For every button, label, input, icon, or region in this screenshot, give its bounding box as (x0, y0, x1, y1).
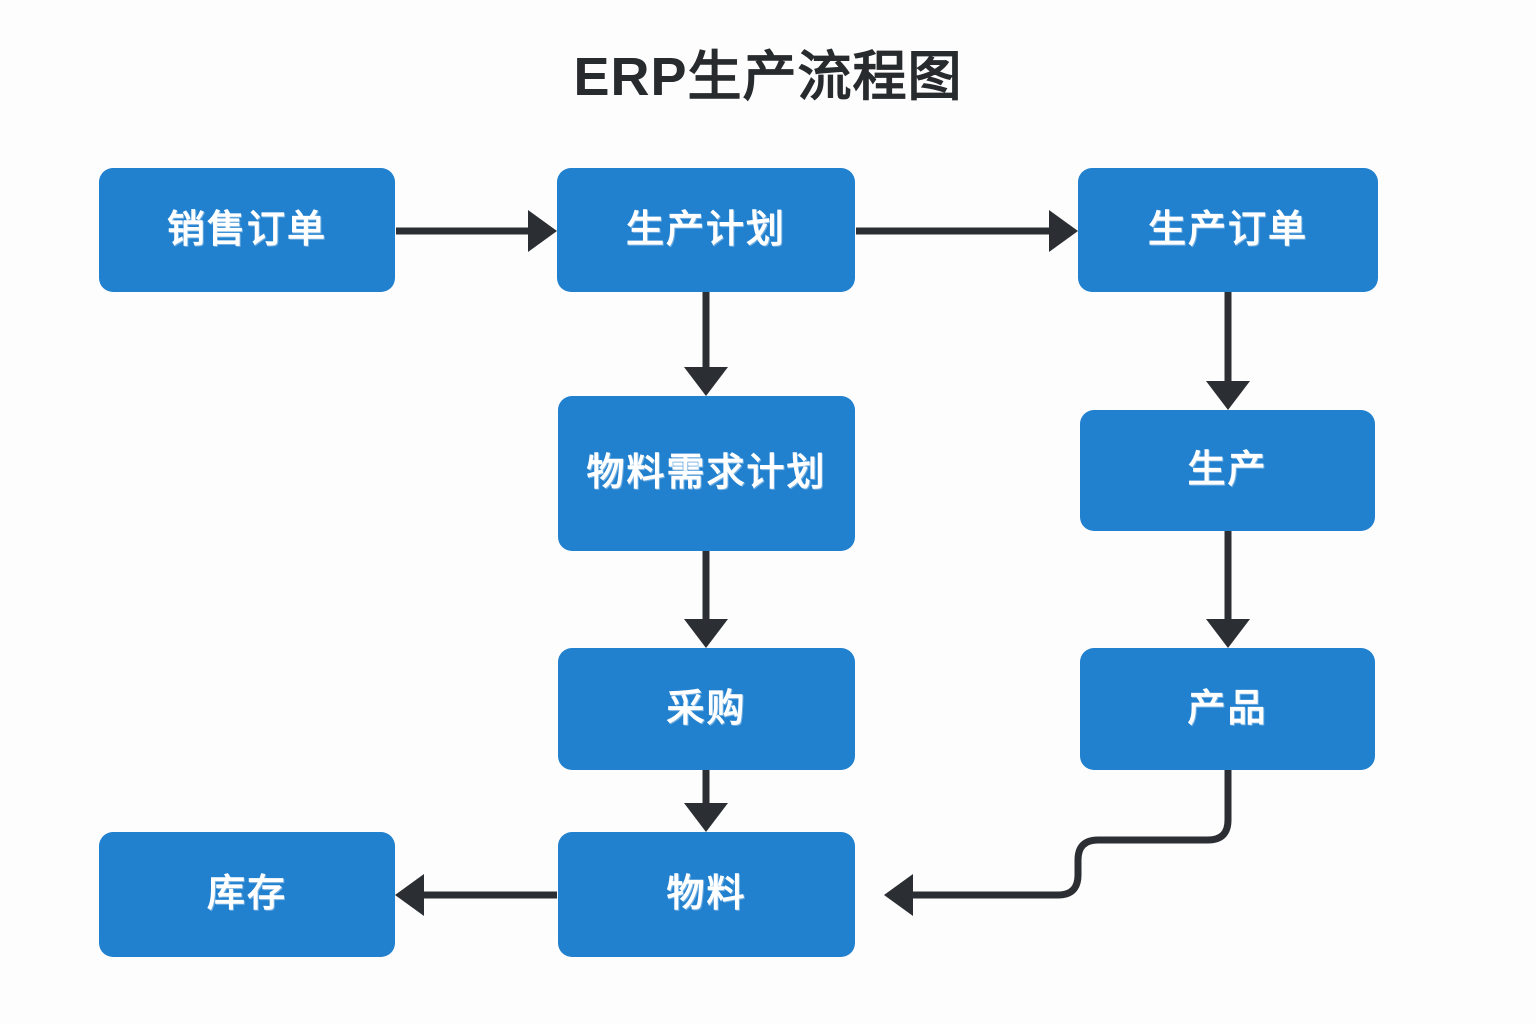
node-label: 采购 (666, 687, 747, 730)
node-purchasing[interactable]: 采购 (558, 648, 855, 770)
edge-manufacturing-to-product (1206, 531, 1250, 648)
node-product[interactable]: 产品 (1080, 648, 1375, 770)
edge-production-plan-to-production-order (856, 210, 1078, 252)
edge-purchasing-to-material (684, 770, 728, 832)
node-material-requirement-plan[interactable]: 物料需求计划 (558, 396, 855, 551)
edge-material-to-inventory (395, 874, 557, 916)
node-sales-order[interactable]: 销售订单 (99, 168, 395, 292)
node-label: 产品 (1187, 687, 1268, 730)
edge-production-plan-to-mrp (684, 292, 728, 396)
node-inventory[interactable]: 库存 (99, 832, 395, 957)
node-label: 生产订单 (1147, 208, 1308, 251)
node-label: 生产 (1187, 449, 1268, 492)
edge-mrp-to-purchasing (684, 551, 728, 648)
node-production-plan[interactable]: 生产计划 (557, 168, 855, 292)
node-label: 物料 (666, 873, 747, 916)
node-material[interactable]: 物料 (558, 832, 855, 957)
edge-production-order-to-manufacturing (1206, 292, 1250, 410)
node-label: 销售订单 (166, 208, 327, 251)
edge-sales-order-to-production-plan (396, 210, 557, 252)
node-label: 生产计划 (625, 208, 786, 251)
node-label: 物料需求计划 (586, 452, 827, 495)
node-production-order[interactable]: 生产订单 (1078, 168, 1378, 292)
edge-product-to-material (884, 770, 1232, 916)
node-manufacturing[interactable]: 生产 (1080, 410, 1375, 531)
node-label: 库存 (206, 873, 287, 916)
page-title: ERP生产流程图 (573, 47, 963, 107)
